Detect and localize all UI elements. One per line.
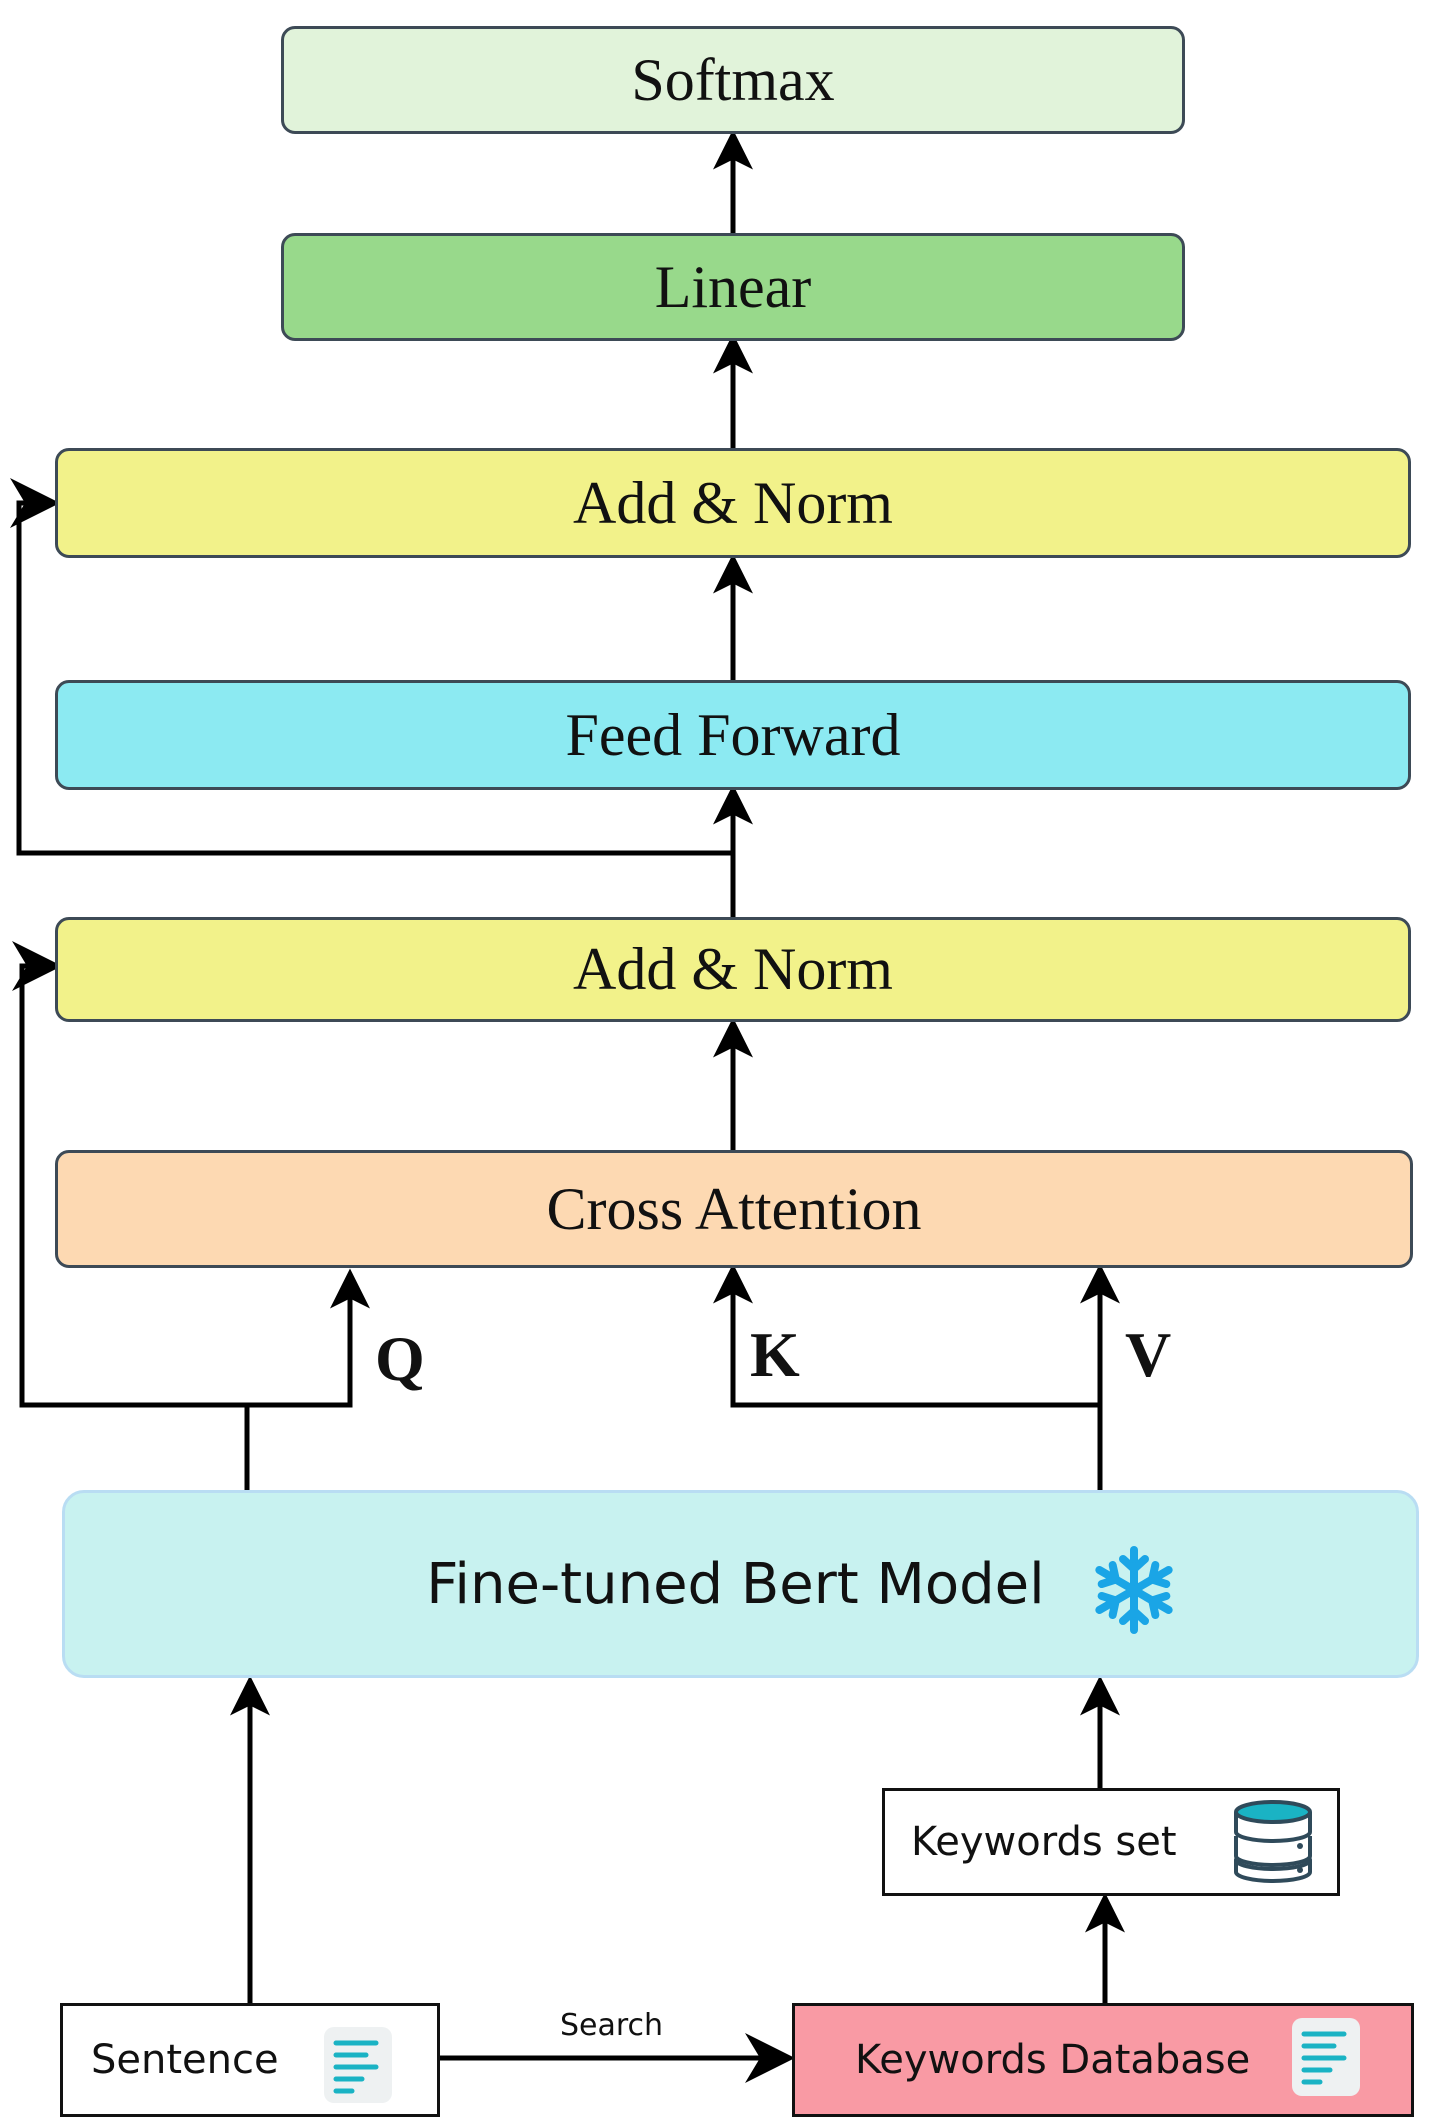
linear-block: Linear xyxy=(281,233,1185,341)
cross-attention-block: Cross Attention xyxy=(55,1150,1413,1268)
residual-top xyxy=(10,478,733,856)
bert-block: Fine-tuned Bert Model xyxy=(62,1490,1419,1678)
document-icon xyxy=(1292,2018,1360,2096)
add-norm-bottom-block: Add & Norm xyxy=(55,917,1411,1022)
document-icon xyxy=(324,2027,392,2103)
keywords-database-label: Keywords Database xyxy=(855,2037,1251,2083)
linear-label: Linear xyxy=(654,253,812,320)
snowflake-icon xyxy=(1095,1546,1173,1634)
v-label: V xyxy=(1125,1319,1172,1390)
k-label: K xyxy=(750,1319,800,1390)
feed-forward-block: Feed Forward xyxy=(55,680,1411,790)
arrow-k xyxy=(713,1263,1100,1408)
search-label: Search xyxy=(560,2008,664,2043)
keywords-set-label: Keywords set xyxy=(911,1819,1177,1865)
cross-attention-label: Cross Attention xyxy=(546,1175,922,1242)
database-icon xyxy=(1234,1800,1312,1883)
softmax-label: Softmax xyxy=(631,46,835,113)
softmax-block: Softmax xyxy=(281,26,1185,134)
arrow-q xyxy=(247,1268,370,1408)
add-norm-top-block: Add & Norm xyxy=(55,448,1411,558)
add-norm-bottom-label: Add & Norm xyxy=(573,936,893,1002)
bert-label: Fine-tuned Bert Model xyxy=(426,1551,1045,1617)
residual-bottom xyxy=(12,941,250,1490)
sentence-label: Sentence xyxy=(91,2037,279,2083)
q-label: Q xyxy=(375,1323,425,1394)
feed-forward-label: Feed Forward xyxy=(565,701,901,768)
add-norm-top-label: Add & Norm xyxy=(573,469,893,536)
